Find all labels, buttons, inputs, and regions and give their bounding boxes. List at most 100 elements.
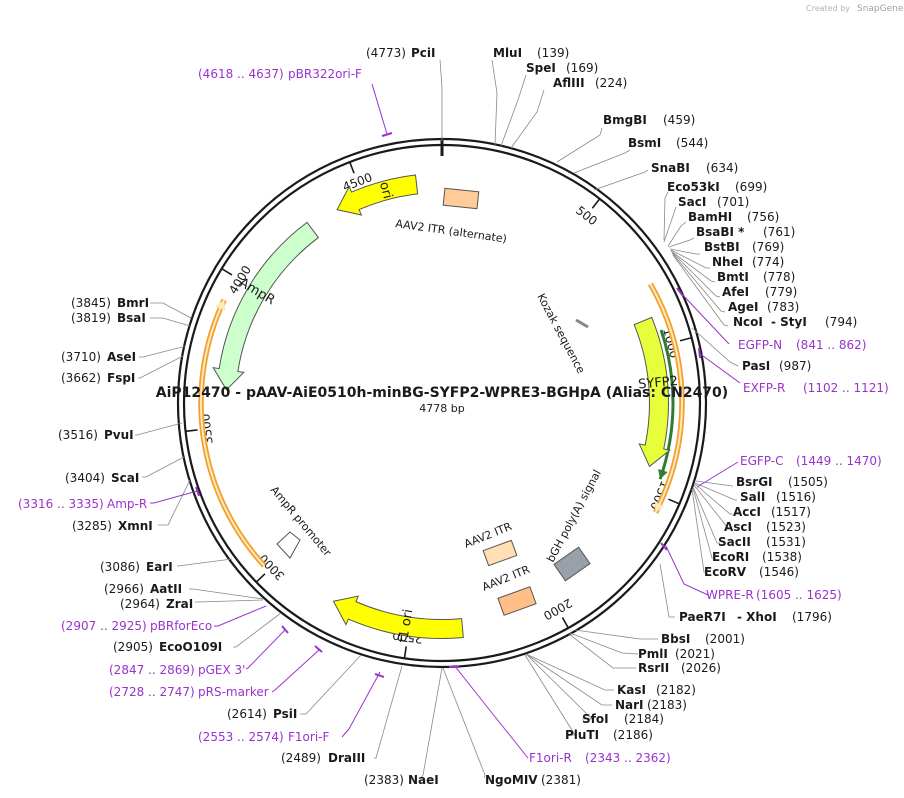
feature-arrow-ampr[interactable] (212, 221, 320, 391)
enz-mlu: MluI (493, 46, 522, 60)
enz-bbs-pos: (2001) (705, 632, 745, 646)
tick-mark-1500 (668, 498, 680, 505)
tick-mark-2000 (561, 617, 569, 629)
enz-eco53-pos: (699) (735, 180, 767, 194)
primer-exfpr: EXFP-R (743, 381, 785, 395)
primer-wprer: WPRE-R (706, 588, 754, 602)
enz-nco: NcoI (733, 315, 763, 329)
bgh-polya-box[interactable] (553, 546, 591, 582)
enz-bmt-pos: (778) (763, 270, 795, 284)
enz-sca: ScaI (111, 471, 139, 485)
primer-ampr-range: (3316 .. 3335) (18, 497, 104, 511)
outer-feature-arcs (198, 282, 685, 568)
enz-bsm-pos: (544) (676, 136, 708, 150)
enz-pci-pos: (4773) (366, 46, 406, 60)
aav2-itr-alternate-box[interactable] (442, 187, 480, 210)
enz-nhe: NheI (712, 255, 743, 269)
wpre-orange-arc-inner (649, 283, 683, 514)
enz-fsp-pos: (3662) (61, 371, 101, 385)
enz-ear: EarI (146, 560, 173, 574)
enz-pas: PasI (742, 359, 770, 373)
tick-mark-500 (591, 198, 601, 209)
enz-psi: PsiI (273, 707, 297, 721)
enz-pvu: PvuI (104, 428, 134, 442)
enz-bsrg-pos: (1505) (788, 475, 828, 489)
primer-prs: pRS-marker (198, 685, 269, 699)
leader-lines (135, 59, 739, 779)
tick-mark-3000 (255, 573, 266, 583)
primer-pbrfor: pBRforEco (150, 619, 212, 633)
enz-pvu-pos: (3516) (58, 428, 98, 442)
aav2-itr-box-1[interactable] (482, 539, 518, 567)
enz-sfo-pos: (2184) (624, 712, 664, 726)
enzyme-labels: (4773) PciI MluI (139) SpeI (169) AflIII… (58, 46, 857, 787)
primer-pbr322-range: (4618 .. 4637) (198, 67, 284, 81)
enz-bstb: BstBI (704, 240, 740, 254)
primer-exfpr-range: (1102 .. 1121) (803, 381, 889, 395)
enz-bsab-pos: (761) (763, 225, 795, 239)
feature-arrow-ori[interactable] (336, 174, 419, 216)
enz-asc-pos: (1523) (766, 520, 806, 534)
enz-ear-pos: (3086) (100, 560, 140, 574)
enz-bbs: BbsI (661, 632, 690, 646)
enz-sty: - StyI (771, 315, 807, 329)
tick-mark-3500 (185, 429, 198, 433)
primer-f1orir-range: (2343 .. 2362) (585, 751, 671, 765)
enz-ecor1: EcoRI (712, 550, 749, 564)
primer-pgex: pGEX 3' (198, 663, 245, 677)
primer-wprer-range: (1605 .. 1625) (756, 588, 842, 602)
enz-eco53: Eco53kI (667, 180, 720, 194)
enz-nco-sty-pos: (794) (825, 315, 857, 329)
enz-aat2-pos: (2966) (104, 582, 144, 596)
enz-bstb-pos: (769) (752, 240, 784, 254)
enz-aat2: AatII (150, 582, 182, 596)
enz-zra-pos: (2964) (120, 597, 160, 611)
enz-sfo: SfoI (582, 712, 609, 726)
enz-sac2: SacII (718, 535, 751, 549)
enz-bsa-pos: (3819) (71, 311, 111, 325)
feature-arrow-f1-ori[interactable] (332, 595, 464, 639)
syfp2-green-arc-head (658, 469, 668, 480)
feature-arrow-syfp2[interactable] (633, 316, 671, 468)
ampr-promoter-arrow[interactable] (276, 531, 301, 559)
enz-age-pos: (783) (767, 300, 799, 314)
enz-sac: SacI (678, 195, 706, 209)
tick-mark-4000 (221, 267, 233, 276)
enz-psi-pos: (2614) (227, 707, 267, 721)
enz-afe: AfeI (722, 285, 749, 299)
enz-plut: PluTI (565, 728, 599, 742)
tick-mark-2500 (403, 646, 408, 659)
enz-ecorv-pos: (1546) (759, 565, 799, 579)
primer-pgex-range: (2847 .. 2869) (109, 663, 195, 677)
ampr-orange-arc-inner (200, 299, 265, 567)
aav2-itr-box-2[interactable] (497, 586, 537, 616)
enz-pci: PciI (411, 46, 436, 60)
enz-bsab: BsaBI * (696, 225, 745, 239)
ampr-promoter-label: AmpR promoter (268, 484, 334, 560)
enz-rsr2: RsrII (638, 661, 669, 675)
primer-pbr322: pBR322ori-F (288, 67, 362, 81)
enz-sac-pos: (701) (717, 195, 749, 209)
enz-bamh: BamHI (688, 210, 732, 224)
enz-asc: AscI (724, 520, 752, 534)
primer-egfpn-range: (841 .. 862) (796, 338, 866, 352)
enz-eco109: EcoO109I (159, 640, 222, 654)
primer-f1orir: F1ori-R (529, 751, 572, 765)
enz-spe-pos: (169) (566, 61, 598, 75)
enz-sca-pos: (3404) (65, 471, 105, 485)
enz-afl-pos: (224) (595, 76, 627, 90)
tick-label-2000: 2000 (541, 596, 574, 623)
enz-pml-pos: (2021) (675, 647, 715, 661)
enz-bmr-pos: (3845) (71, 296, 111, 310)
enz-plut-pos: (2186) (613, 728, 653, 742)
enz-eco109-pos: (2905) (113, 640, 153, 654)
enz-bsrg: BsrGI (736, 475, 773, 489)
enz-bamh-pos: (756) (747, 210, 779, 224)
primer-labels: (4618 .. 4637) pBR322ori-F EGFP-N (841 .… (18, 67, 889, 765)
enz-bmgb: BmgBI (603, 113, 647, 127)
enz-kas-pos: (2182) (656, 683, 696, 697)
plasmid-size: 4778 bp (419, 402, 464, 415)
kozak-label: Kozak sequence (534, 291, 587, 376)
enz-bsa: BsaI (117, 311, 146, 325)
